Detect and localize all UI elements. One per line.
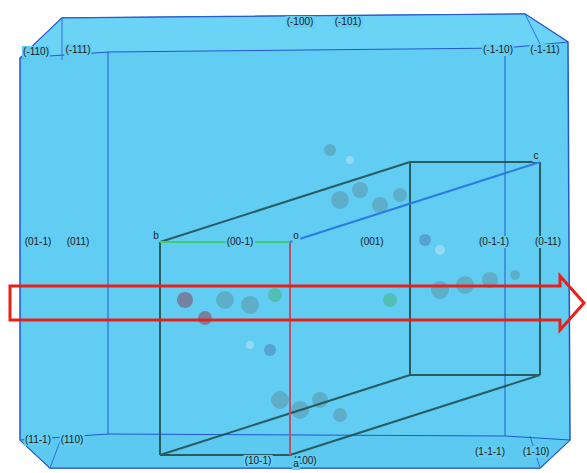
face-index: (-111) [64, 44, 91, 56]
face-index: (1-10) [522, 446, 551, 458]
face-index: (0-1-1) [478, 236, 510, 248]
top-facet [20, 14, 568, 58]
crystal-outline [20, 14, 570, 468]
axis-label: a [292, 458, 300, 470]
face-index: (10-1) [244, 455, 273, 467]
a-axis [289, 242, 291, 455]
face-index: (-1-10) [482, 44, 514, 56]
face-index: (110) [60, 434, 85, 446]
facet-edge [525, 14, 540, 44]
unit-cell [160, 162, 540, 455]
axis-label: o [292, 230, 300, 242]
face-index: (-1-11) [529, 44, 560, 56]
face-index: (001) [359, 236, 384, 248]
face-index: (1-1-1) [474, 446, 506, 458]
axis-label: b [152, 230, 160, 242]
face-index: (011) [66, 236, 91, 248]
c-axis [290, 162, 540, 242]
face-index: (00-1) [226, 236, 255, 248]
face-index: (01-1) [24, 236, 53, 248]
facet-edge [108, 52, 109, 434]
face-index: (-101) [334, 16, 363, 28]
face-index: (-110) [22, 46, 50, 58]
face-index: (-100) [286, 16, 315, 28]
face-index: (11-1) [24, 434, 52, 446]
direction-arrow [10, 276, 584, 330]
axis-label: c [533, 150, 540, 162]
facet-edge [62, 18, 63, 60]
face-index: (0-11) [534, 236, 562, 248]
